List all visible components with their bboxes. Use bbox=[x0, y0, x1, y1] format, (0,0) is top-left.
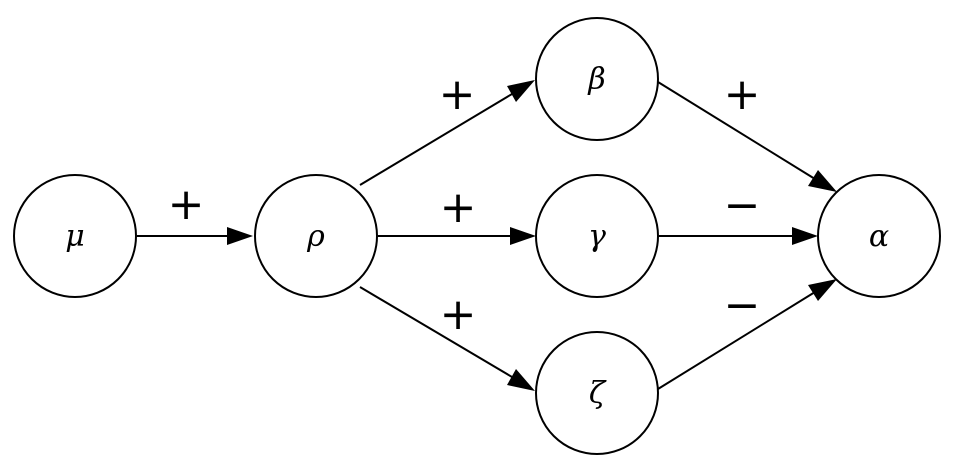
node-rho: ρ bbox=[254, 174, 378, 298]
node-mu: μ bbox=[13, 174, 137, 298]
edge-mu-rho bbox=[137, 227, 253, 245]
node-zeta: ζ bbox=[535, 331, 659, 455]
node-circle bbox=[13, 174, 137, 298]
arrowhead bbox=[808, 279, 837, 301]
edge-zeta-alpha bbox=[657, 279, 837, 390]
node-label-mu: μ bbox=[65, 219, 85, 254]
sign-label-rho-zeta: + bbox=[440, 289, 477, 340]
sign-label-gamma-alpha: − bbox=[724, 180, 761, 231]
edge-line bbox=[657, 291, 816, 390]
node-label-zeta: ζ bbox=[589, 376, 607, 411]
node-circle bbox=[535, 17, 659, 141]
edge-beta-alpha bbox=[657, 81, 837, 192]
node-beta: β bbox=[535, 17, 659, 141]
node-circle bbox=[254, 174, 378, 298]
node-label-beta: β bbox=[587, 62, 605, 97]
node-gamma: γ bbox=[535, 174, 659, 298]
node-label-alpha: α bbox=[869, 219, 889, 254]
node-label-gamma: γ bbox=[588, 219, 606, 254]
arrowhead bbox=[808, 170, 837, 192]
sign-label-zeta-alpha: − bbox=[724, 280, 761, 331]
edge-rho-gamma bbox=[378, 227, 536, 245]
edge-rho-zeta bbox=[359, 286, 535, 391]
node-circle bbox=[817, 174, 941, 298]
node-circle bbox=[535, 331, 659, 455]
node-label-rho: ρ bbox=[306, 219, 325, 254]
node-alpha: α bbox=[817, 174, 941, 298]
arrowhead bbox=[507, 369, 535, 391]
arrowhead bbox=[510, 227, 536, 245]
node-circle bbox=[535, 174, 659, 298]
arrowhead bbox=[792, 227, 818, 245]
arrowhead bbox=[227, 227, 253, 245]
sign-label-rho-gamma: + bbox=[440, 182, 477, 233]
edge-line bbox=[359, 286, 513, 378]
edge-rho-beta bbox=[359, 80, 535, 186]
sign-label-rho-beta: + bbox=[439, 69, 476, 120]
edge-line bbox=[359, 93, 513, 186]
edge-gamma-alpha bbox=[659, 227, 818, 245]
sign-label-beta-alpha: + bbox=[724, 69, 761, 120]
edge-line bbox=[657, 81, 816, 180]
sign-label-mu-rho: + bbox=[168, 179, 205, 230]
arrowhead bbox=[507, 80, 535, 102]
